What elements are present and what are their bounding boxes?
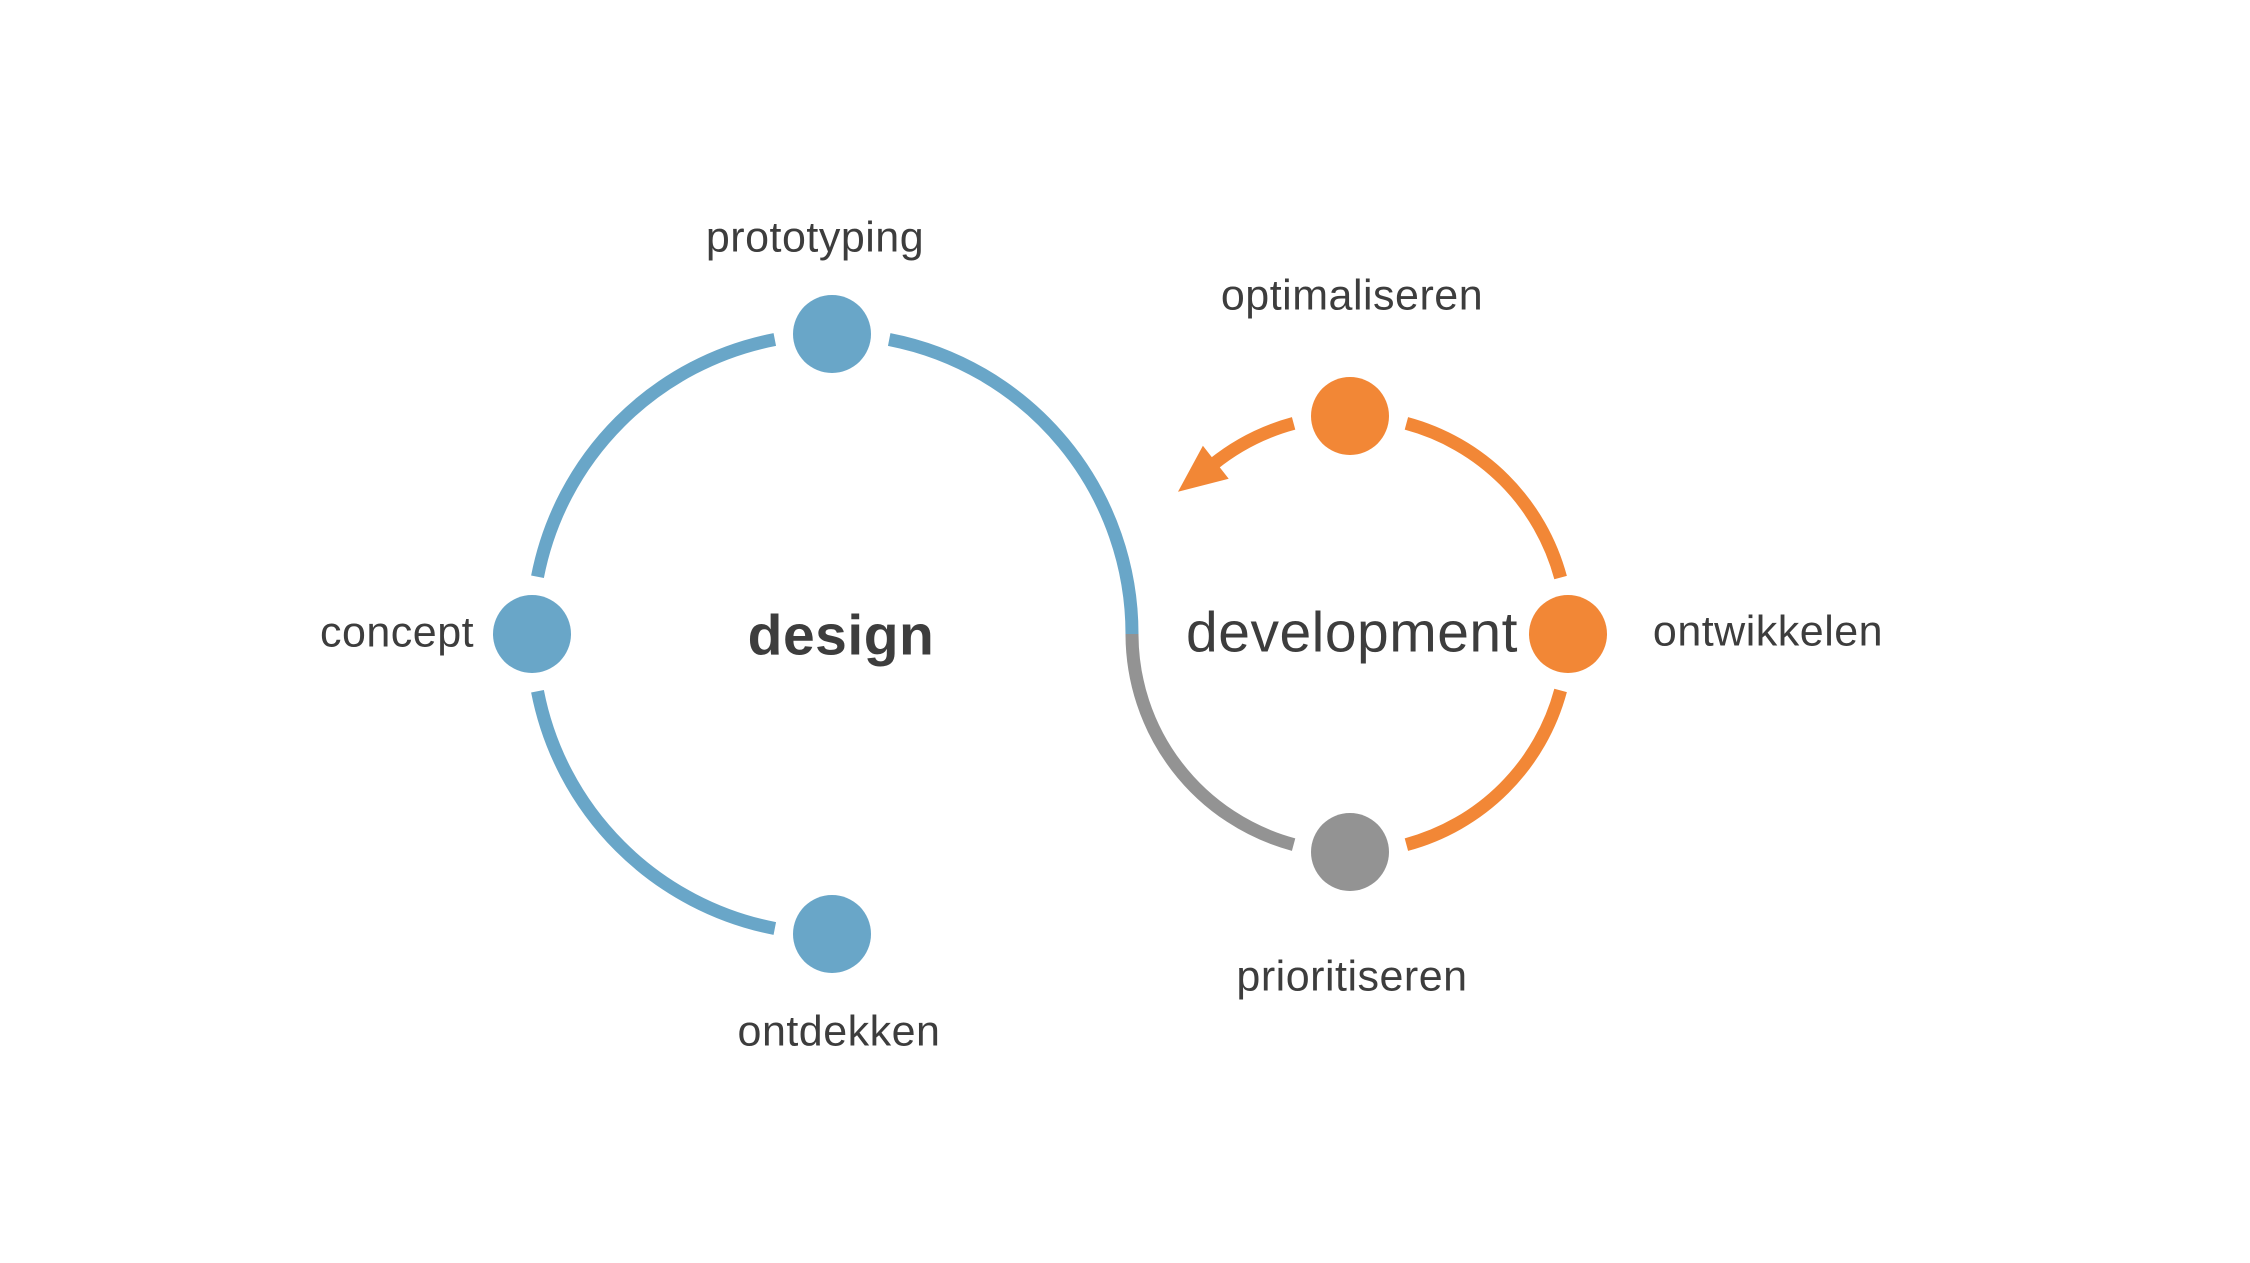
ontwikkelen-label: ontwikkelen [1652,607,1884,656]
development-loop-arc-top-right [1404,417,1567,580]
design-loop-arc-top-right [887,333,1139,635]
prototyping-label: prototyping [705,213,925,262]
optimaliseren-node-dot [1311,377,1389,455]
transition-arc [1125,633,1296,851]
design-loop-arc-top-left [531,333,777,579]
development-loop-arc-bottom-right [1404,688,1567,851]
flow-arrowhead-icon [1178,445,1229,492]
concept-node-dot [493,595,571,673]
design-loop-title: design [747,603,935,668]
prioritiseren-node-dot [1311,813,1389,891]
ontdekken-label: ontdekken [737,1007,941,1056]
ontwikkelen-node-dot [1529,595,1607,673]
prioritiseren-label: prioritiseren [1236,952,1468,1001]
design-loop-arc-bottom-left [531,689,777,935]
optimaliseren-label: optimaliseren [1220,271,1484,320]
prototyping-node-dot [793,295,871,373]
ontdekken-node-dot [793,895,871,973]
development-loop-arc-arrow-tail [1208,417,1296,470]
concept-label: concept [319,608,475,657]
development-loop-title: development [1186,600,1518,665]
